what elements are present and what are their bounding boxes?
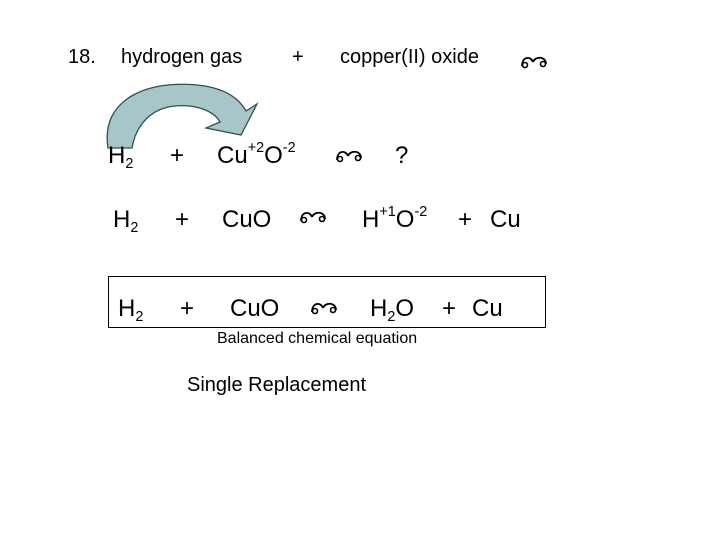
cuo-formula: CuO bbox=[230, 295, 280, 322]
copper-product: Cu bbox=[490, 206, 521, 233]
h2-formula: H2 bbox=[108, 142, 134, 173]
plus-sign: + bbox=[458, 206, 473, 233]
balanced-equation-caption: Balanced chemical equation bbox=[217, 330, 418, 347]
yields-arrow-icon bbox=[521, 56, 547, 69]
reaction-type-label: Single Replacement bbox=[187, 374, 366, 396]
plus-sign: + bbox=[180, 295, 195, 322]
water-ionic-formula: H+1O-2 bbox=[362, 204, 428, 233]
copper-product: Cu bbox=[472, 295, 503, 322]
plus-sign: + bbox=[175, 206, 190, 233]
reactant-hydrogen-gas: hydrogen gas bbox=[121, 46, 243, 68]
plus-sign: + bbox=[170, 142, 185, 169]
h2-formula: H2 bbox=[118, 295, 144, 326]
problem-number: 18. bbox=[68, 46, 96, 68]
yields-arrow-icon bbox=[311, 302, 337, 315]
h2-formula: H2 bbox=[113, 206, 139, 237]
reactant-copper-oxide: copper(II) oxide bbox=[340, 46, 479, 68]
unknown-product: ? bbox=[395, 142, 409, 169]
cuo-formula: CuO bbox=[222, 206, 272, 233]
balanced-equation-box bbox=[108, 276, 546, 328]
cuo-ionic-formula: Cu+2O-2 bbox=[217, 140, 296, 169]
plus-sign: + bbox=[292, 46, 304, 68]
plus-sign: + bbox=[442, 295, 457, 322]
yields-arrow-icon bbox=[336, 150, 362, 163]
yields-arrow-icon bbox=[300, 211, 326, 224]
water-formula: H2O bbox=[370, 295, 415, 326]
